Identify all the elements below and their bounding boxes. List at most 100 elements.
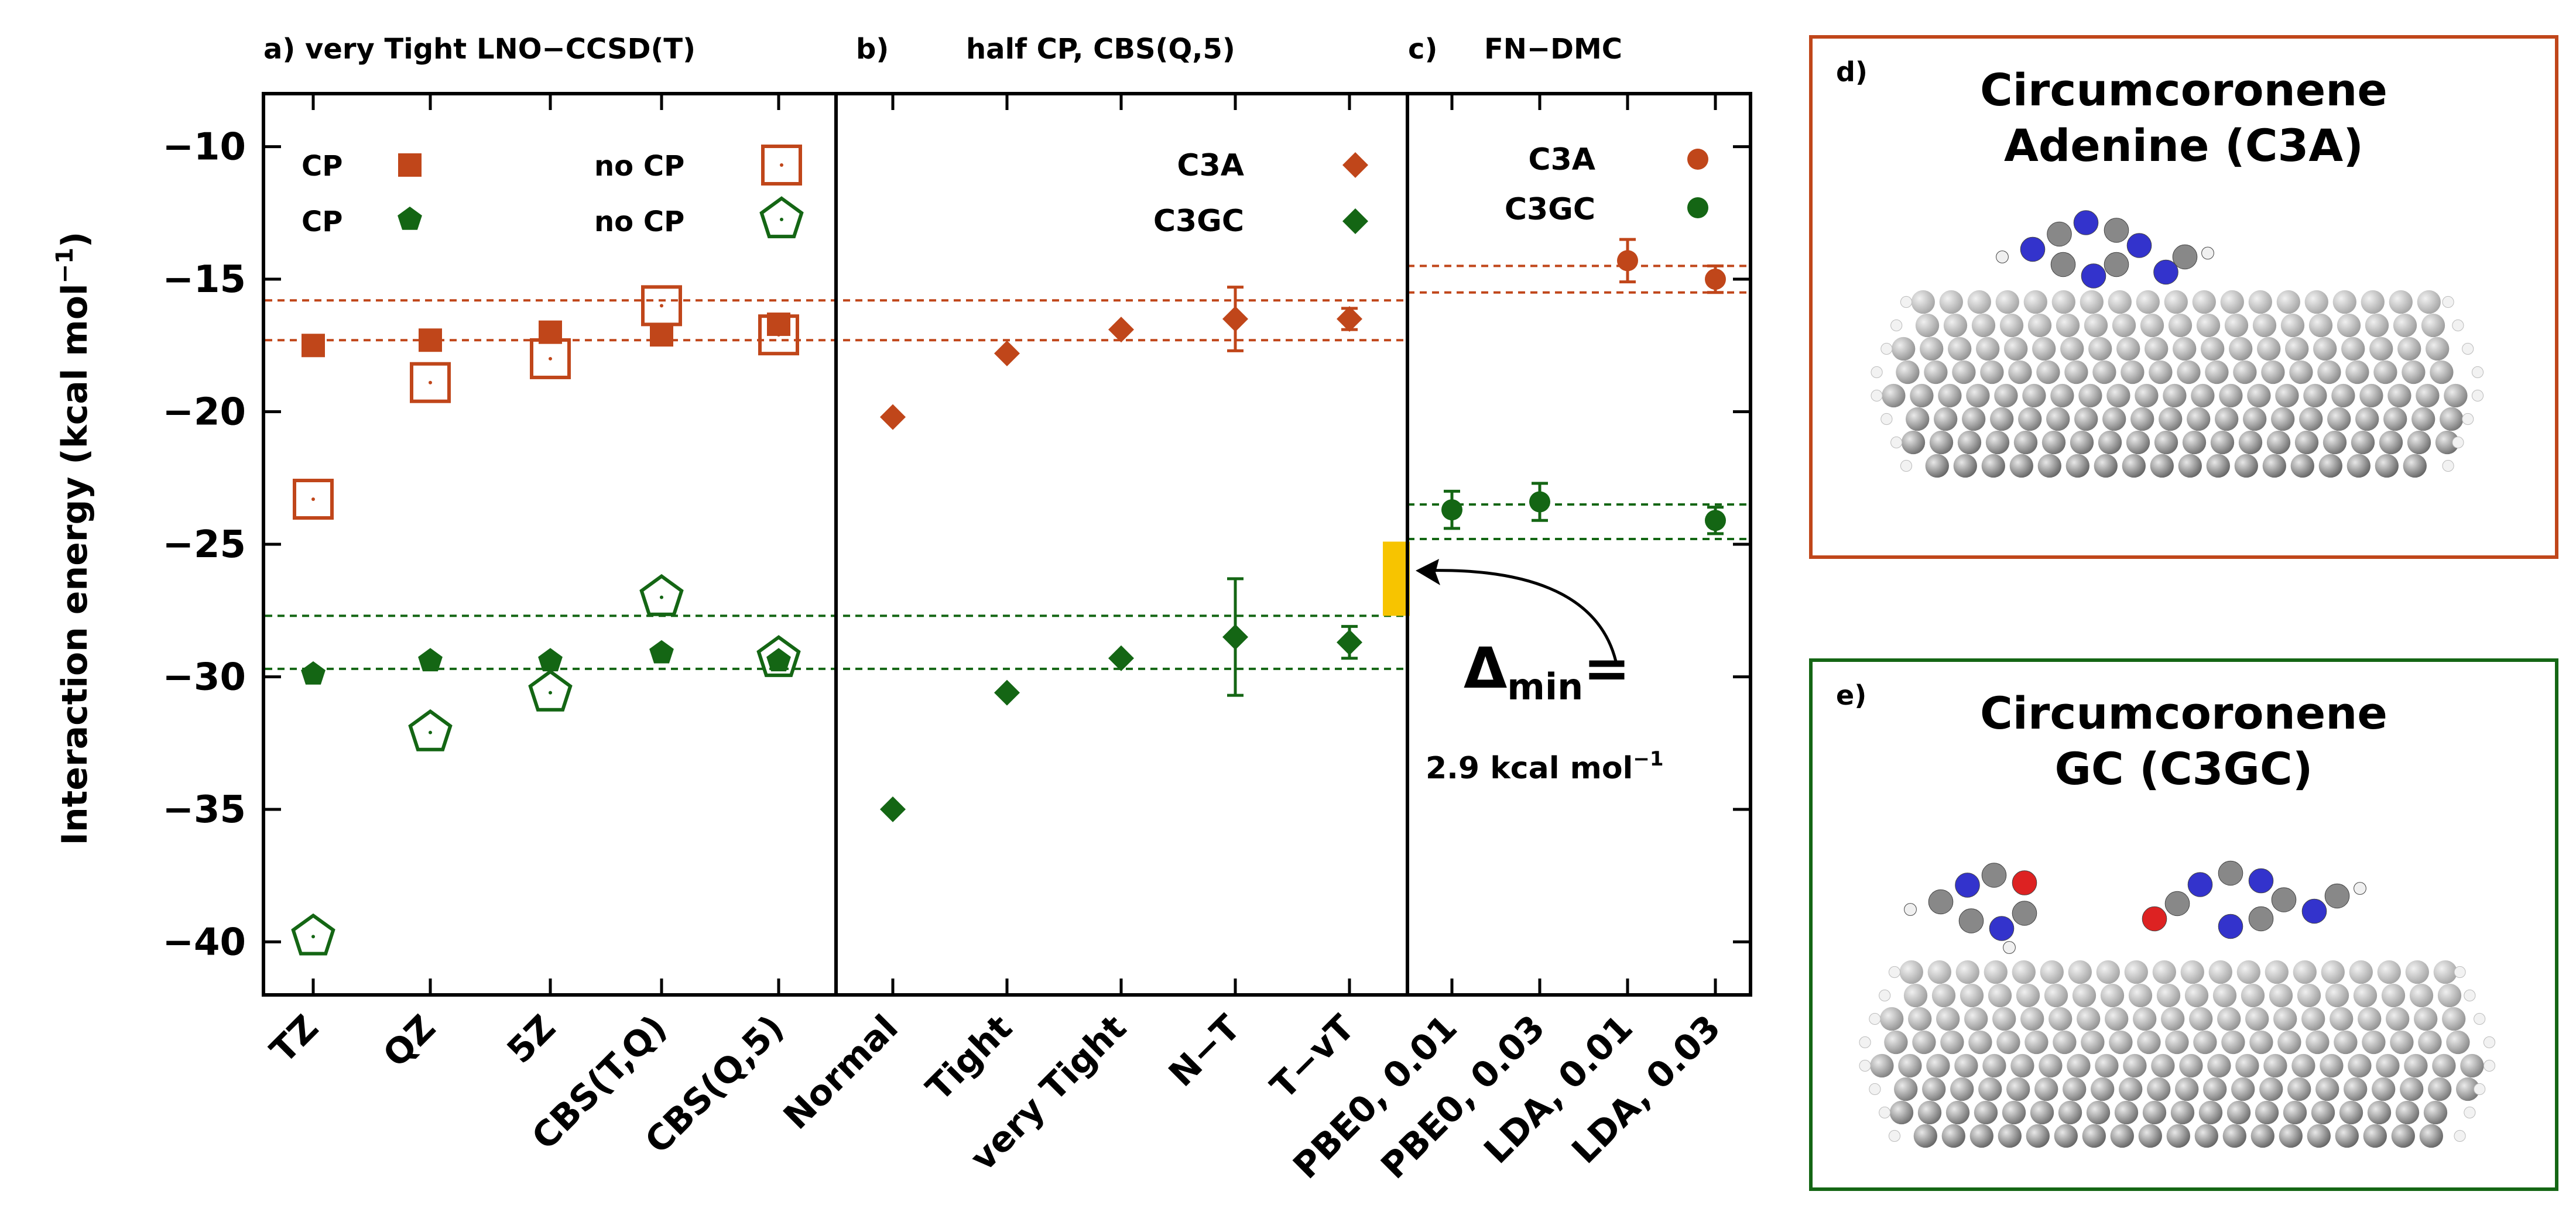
point-b-c3gc-diamond [880,796,906,822]
carbon-atom [2435,430,2459,455]
point-a-c3a-square-open-dot [777,333,780,337]
point-b-c3a-diamond [1337,306,1362,332]
carbon-atom [2119,1077,2143,1101]
carbon-atom [1953,454,1977,478]
carbon-atom [2044,983,2068,1008]
carbon-atom [2363,1124,2387,1148]
hydrogen-atom [2464,1106,2476,1119]
legend-b-c3gc-label: C3GC [1153,204,1244,239]
carbon-atom [2344,1077,2368,1101]
nitrogen-atom [2187,872,2213,897]
carbon-atom [2070,430,2094,455]
delta-min-label: Δmin= [1464,636,1630,708]
point-a-c3gc-pentagon-filled [301,661,326,685]
panel-c-letter: c) [1408,33,1437,66]
carbon-atom [2419,1124,2443,1148]
carbon-atom [2233,360,2257,385]
hydrogen-atom [2454,966,2466,979]
legend-marker [1687,149,1708,170]
point-a-c3gc-pentagon-open [291,913,335,956]
carbon-atom [1976,337,2000,361]
hydrogen-atom [2474,1083,2486,1096]
carbon-atom [2358,1007,2382,1031]
hydrogen-atom [2452,436,2464,449]
carbon-atom [2397,337,2421,361]
carbon-atom [2096,960,2120,984]
legend-marker [398,153,422,177]
hydrogen-atom [2442,296,2454,308]
carbon-atom [2106,383,2130,408]
carbon-atom [2428,1077,2452,1101]
carbon-atom [2324,883,2350,909]
point-a-c3gc-pentagon-filled [649,640,674,664]
carbon-atom [1941,1124,1965,1148]
carbon-atom [2104,218,2129,243]
y-tick-label: −20 [162,391,246,434]
carbon-atom [2074,407,2098,431]
carbon-atom [2050,252,2076,277]
carbon-atom [2271,887,2297,912]
legend-panel-b: C3A C3GC [1153,148,1368,239]
carbon-atom [1945,1100,1970,1125]
oxygen-atom [2142,906,2167,932]
carbon-atom [2235,1053,2259,1078]
carbon-atom [1996,1030,2020,1055]
carbon-atom [1911,290,1935,314]
carbon-atom [1884,1030,1908,1055]
carbon-atom [2012,960,2036,984]
c3gc-molecule-image [1859,860,2496,1148]
carbon-atom [2159,407,2183,431]
carbon-atom [2032,337,2056,361]
carbon-atom [2426,337,2450,361]
carbon-atom [2082,1124,2106,1148]
carbon-atom [2229,337,2253,361]
carbon-atom [1912,1030,1936,1055]
point-a-c3gc-pentagon-open [528,669,573,712]
carbon-atom [2026,1124,2050,1148]
carbon-atom [2279,1124,2303,1148]
carbon-atom [1892,337,1916,361]
carbon-atom [2173,337,2197,361]
hydrogen-atom [2354,882,2366,895]
carbon-atom [2320,1053,2344,1078]
point-a-c3a-square-open [530,338,571,379]
carbon-atom [2027,313,2052,338]
carbon-atom [2355,407,2379,431]
carbon-atom [2351,430,2375,455]
carbon-atom [2265,960,2289,984]
carbon-atom [2389,290,2413,314]
circumcoronene-sheet [1859,960,2496,1148]
carbon-atom [2456,1077,2480,1101]
hydrogen-atom [2474,1012,2486,1025]
carbon-atom [2241,983,2265,1008]
carbon-atom [2248,290,2272,314]
carbon-atom [2178,454,2202,478]
carbon-atom [2432,1053,2456,1078]
carbon-atom [2110,1124,2134,1148]
carbon-atom [2348,1053,2372,1078]
carbon-atom [2187,407,2211,431]
carbon-atom [2064,360,2088,385]
oxygen-atom [2012,870,2037,895]
carbon-atom [1894,1077,1918,1101]
carbon-atom [2009,454,2033,478]
carbon-atom [2180,960,2204,984]
carbon-atom [1938,383,1962,408]
hydrogen-atom [2464,989,2476,1002]
interaction-energy-chart: Interaction energy (kcal mol−1) a) very … [52,33,1752,1187]
carbon-atom [2255,1100,2279,1125]
nitrogen-atom [2301,898,2327,924]
carbon-atom [2133,1007,2157,1031]
carbon-atom [2236,960,2260,984]
hydrogen-atom [1996,250,2009,263]
carbon-atom [2022,383,2046,408]
legend-b-c3a-label: C3A [1177,148,1244,183]
carbon-atom [2184,983,2209,1008]
carbon-atom [2008,360,2032,385]
carbon-atom [2373,360,2397,385]
delta-min-value: 2.9 kcal mol−1 [1426,747,1664,786]
carbon-atom [2177,360,2201,385]
hydrogen-atom [1890,436,1903,449]
carbon-atom [1915,313,1940,338]
